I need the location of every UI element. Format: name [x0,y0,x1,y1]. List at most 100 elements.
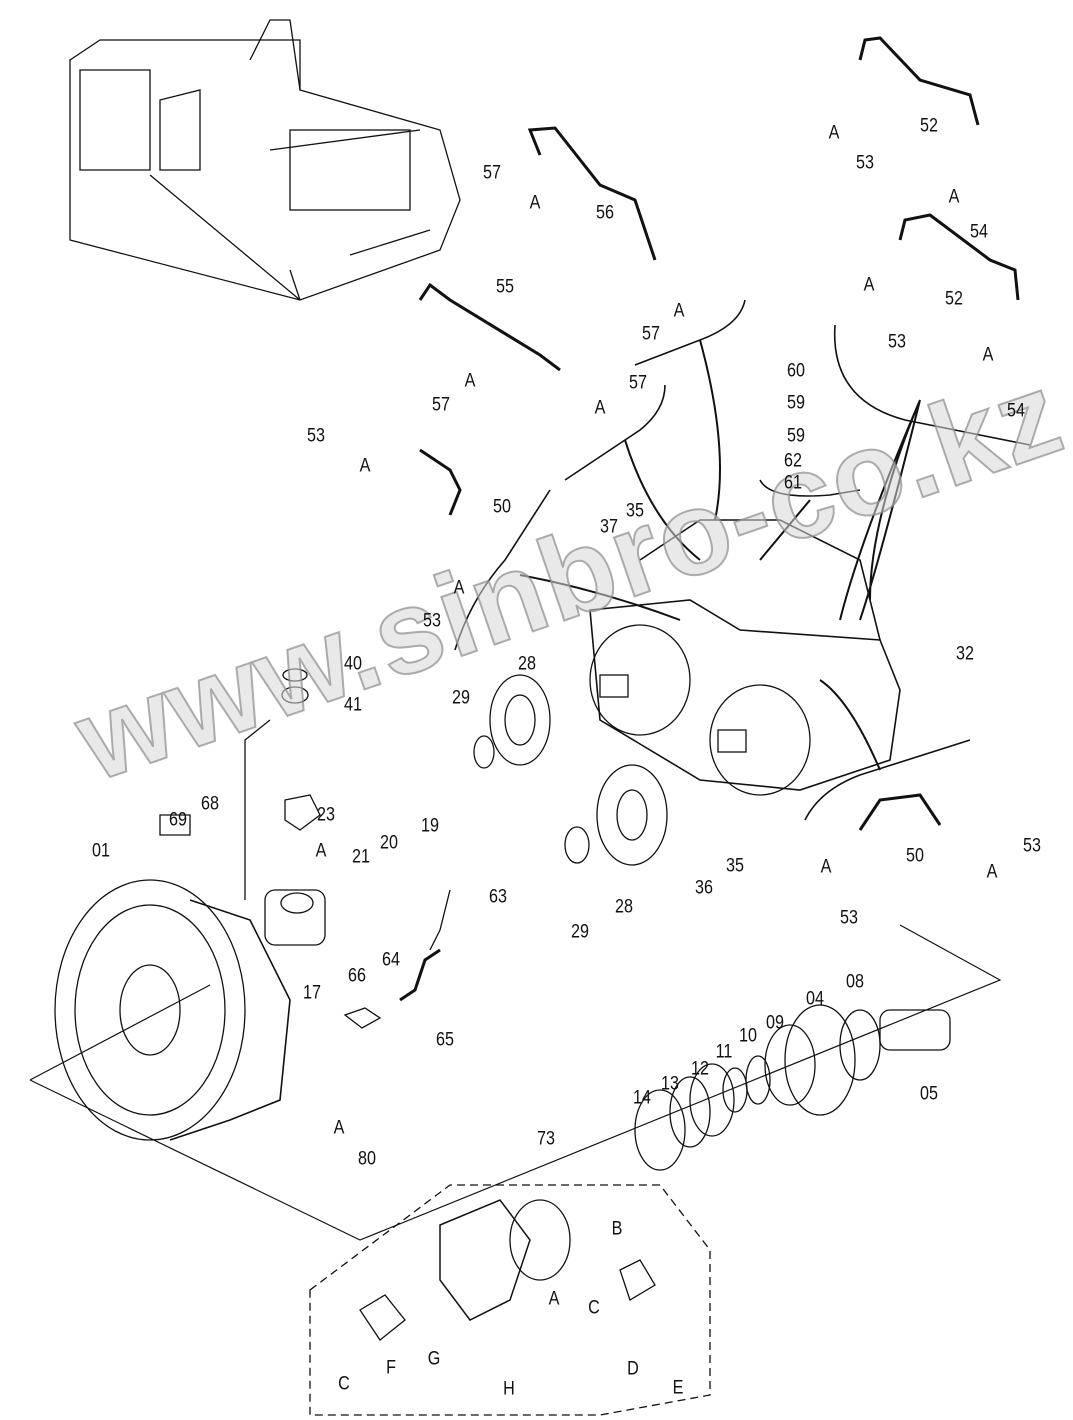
gear-pump-port [280,892,314,914]
callout-letter: A [359,455,371,477]
part-number-label: 53 [888,331,906,353]
pipe-50 [858,793,942,831]
part-number-label: 14 [633,1087,651,1109]
housing-body [169,899,291,1141]
callout-letter: A [453,577,465,599]
callout-letter: D [627,1358,639,1380]
part-number-label: 13 [661,1073,679,1095]
gear-04 [784,1004,856,1116]
part-number-label: 01 [92,840,110,862]
callout-letter: A [333,1117,345,1139]
part-number-label: 28 [518,653,536,675]
leader-curve [519,574,681,621]
callout-letter: A [948,186,960,208]
callout-letter: C [338,1373,350,1395]
seal-12 [689,1063,735,1137]
housing-flange [54,879,246,1141]
ring-11 [722,1067,748,1113]
callout-letter: F [386,1357,396,1379]
pipe-50 [419,448,462,516]
main-pump-body [589,599,901,791]
callout-letter: A [828,122,840,144]
dipstick-63 [429,889,451,951]
callout-letter: A [594,397,606,419]
part-number-label: 29 [452,687,470,709]
part-number-label: 19 [421,815,439,837]
pipe-52 [898,213,1020,301]
bearing-08 [839,1009,881,1081]
part-number-label: 10 [739,1025,757,1047]
part-number-label: 59 [787,425,805,447]
part-number-label: 28 [615,896,633,918]
callout-letter: A [673,300,685,322]
pipe-52 [858,36,980,126]
piece-D [619,1259,656,1301]
part-number-label: 56 [596,202,614,224]
shaft-05 [879,1009,951,1051]
snap-ring-29 [564,826,590,864]
leader-curve [699,339,721,521]
part-number-label: 36 [695,877,713,899]
part-number-label: 35 [726,855,744,877]
callout-letter: A [863,274,875,296]
part-number-label: 32 [956,643,974,665]
part-number-label: 57 [432,394,450,416]
part-number-label: 64 [382,949,400,971]
callout-letter: A [982,344,994,366]
callout-letter: A [820,856,832,878]
gear-28 [596,764,668,866]
part-number-label: 53 [307,425,325,447]
part-number-label: 54 [1007,400,1025,422]
pump-top-valve [639,519,881,641]
callout-letter: A [464,370,476,392]
bracket-line [564,384,666,481]
callout-letter: H [503,1378,515,1400]
ring-13 [669,1076,711,1148]
part-number-label: 80 [358,1148,376,1170]
part-number-label: 41 [344,694,362,716]
snap-ring-29 [473,735,495,769]
part-number-label: 61 [784,472,802,494]
block-23 [284,794,321,831]
bracket-line [454,489,551,651]
leader-curve [819,679,881,771]
part-number-label: 62 [784,450,802,472]
part-number-label: 63 [489,886,507,908]
ring-10 [745,1055,771,1105]
part-number-label: 53 [1023,835,1041,857]
part-number-label: 20 [380,832,398,854]
gear-pump-17 [264,889,326,946]
ring-14 [634,1089,686,1171]
pump-shaft [599,674,629,698]
bracket-line [634,299,746,366]
pipe-64 [399,948,441,1002]
leader-curve [839,399,921,621]
callout-letter: A [315,840,327,862]
bracket-line [833,324,1031,446]
part-number-label: 29 [571,921,589,943]
part-number-label: 09 [766,1012,784,1034]
part-number-label: 69 [169,809,187,831]
part-number-label: 52 [945,288,963,310]
part-number-label: 68 [201,793,219,815]
part-number-label: 50 [493,496,511,518]
housing-flange-inner [74,904,226,1116]
gear-28 [489,674,551,766]
excavator-outline [149,19,421,301]
callout-letter: G [427,1348,441,1370]
leader-line [244,719,271,900]
part-number-label: 73 [537,1128,555,1150]
engine-sketch [289,129,411,211]
bearing-09 [764,1024,816,1106]
pump-flange [589,624,691,736]
callout-letter: E [672,1377,684,1399]
part-number-label: 17 [303,982,321,1004]
gear-28-bore [616,789,648,841]
part-number-label: 53 [840,907,858,929]
part-number-label: 37 [600,516,618,538]
callout-letter: A [529,192,541,214]
gasket-66 [343,1007,382,1029]
callout-letter: B [611,1218,623,1240]
